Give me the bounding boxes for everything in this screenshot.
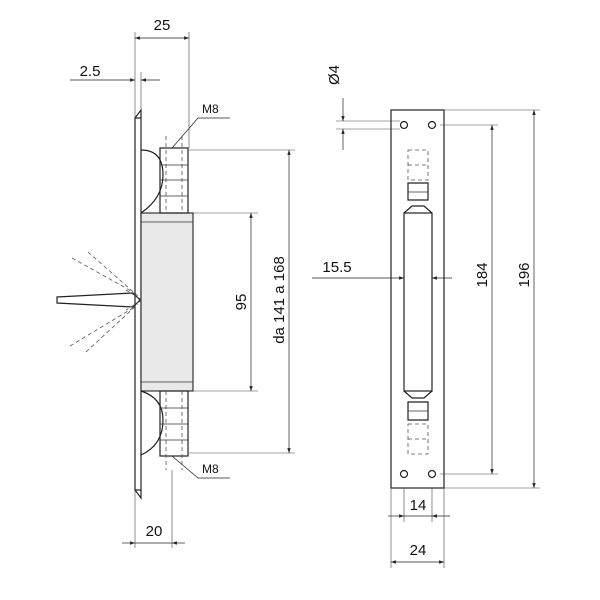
hole-top-right xyxy=(427,120,437,130)
front-slot xyxy=(403,212,433,392)
lever xyxy=(56,251,143,353)
bottom-bolt xyxy=(140,390,189,470)
side-view xyxy=(56,108,194,500)
dim-offset: 15.5 xyxy=(322,259,351,276)
label-thread-top: M8 xyxy=(202,102,219,116)
label-thread-bottom: M8 xyxy=(202,462,219,476)
hole-bottom-right xyxy=(427,469,437,479)
dim-bottom-width: 20 xyxy=(146,523,163,540)
dim-hole-spacing: 184 xyxy=(474,262,491,287)
front-plate xyxy=(390,109,445,489)
dim-slot-width: 14 xyxy=(410,497,427,514)
front-view-dimensions: Ø4 15.5 184 196 14 24 xyxy=(312,65,540,568)
front-hidden-top xyxy=(403,149,433,214)
dim-range: da 141 a 168 xyxy=(271,256,288,344)
front-view xyxy=(390,109,445,489)
top-bolt xyxy=(140,136,189,214)
side-view-dimensions: 25 2.5 M8 M8 95 da 141 a 168 20 xyxy=(70,17,295,548)
dim-plate-thickness: 2.5 xyxy=(80,63,101,80)
hole-bottom-left xyxy=(399,469,409,479)
side-body xyxy=(140,212,194,392)
dim-hole-diameter: Ø4 xyxy=(326,65,343,85)
dim-plate-width: 24 xyxy=(410,542,427,559)
dim-body-length: 95 xyxy=(233,294,250,311)
dim-total-length: 196 xyxy=(516,262,533,287)
front-hidden-bottom xyxy=(403,390,433,455)
hole-top-left xyxy=(399,120,409,130)
dim-top-width: 25 xyxy=(154,17,171,34)
